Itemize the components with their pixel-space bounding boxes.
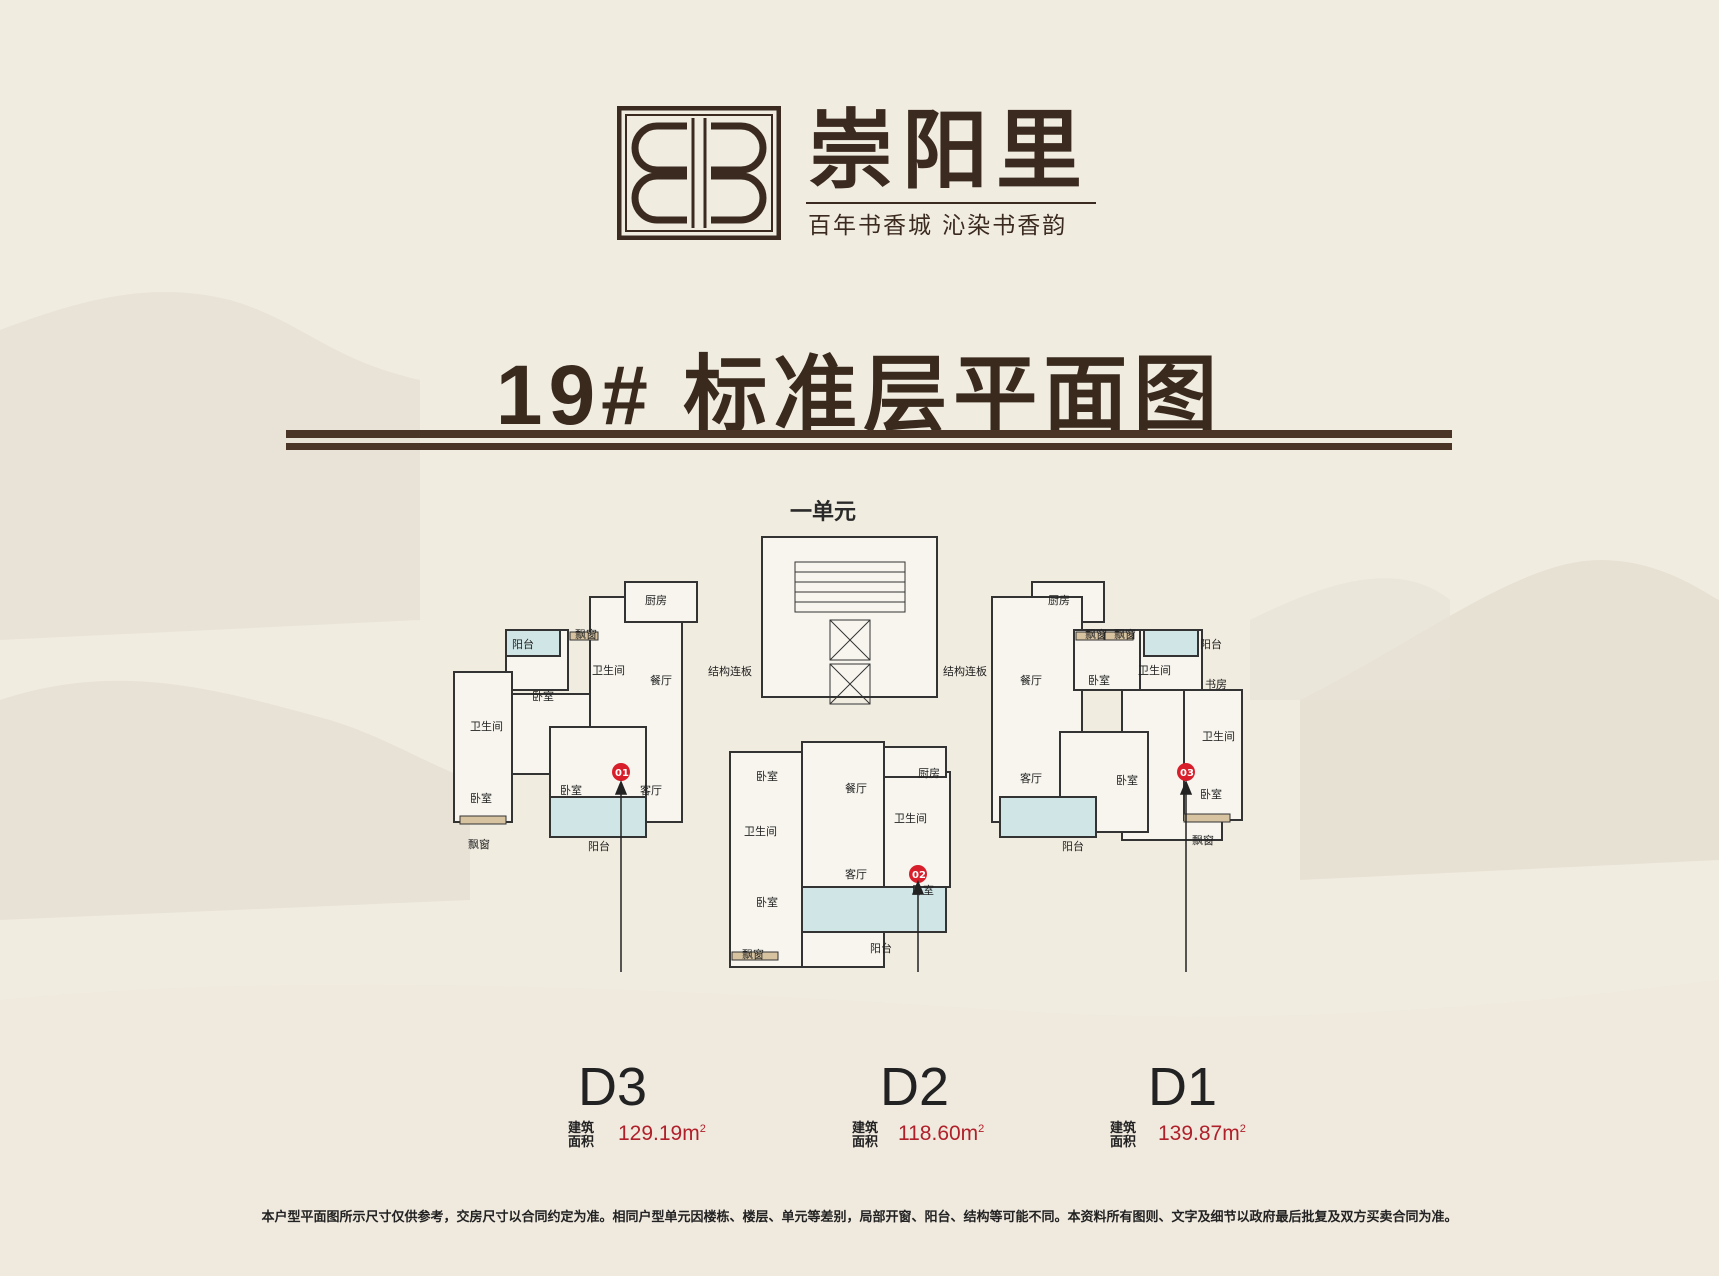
svg-text:厨房: 厨房 [645, 594, 667, 607]
svg-text:飘窗: 飘窗 [1192, 833, 1214, 847]
floor-plan: 阳台 飘窗 卫生间 卧室 厨房 餐厅 结构连板 卫生间 卧室 卧室 客厅 阳台 … [453, 536, 1243, 972]
marker-01: 01 [615, 768, 629, 779]
svg-text:飘窗: 飘窗 [742, 947, 764, 961]
disclaimer: 本户型平面图所示尺寸仅供参考，交房尺寸以合同约定为准。相同户型单元因楼栋、楼层、… [261, 1210, 1458, 1225]
area-value-d1: 139.87m2 [1158, 1122, 1246, 1145]
room-label-balcony: 阳台 [512, 637, 534, 651]
brand-name: 崇阳里 [808, 100, 1090, 201]
svg-text:卫生间: 卫生间 [744, 824, 777, 838]
svg-text:飘窗: 飘窗 [1085, 627, 1107, 641]
svg-text:阳台: 阳台 [1062, 839, 1084, 853]
svg-text:卧室: 卧室 [756, 895, 778, 909]
svg-text:餐厅: 餐厅 [1020, 673, 1042, 687]
svg-text:卫生间: 卫生间 [894, 811, 927, 825]
svg-text:卧室: 卧室 [1116, 773, 1138, 787]
svg-text:阳台: 阳台 [1200, 637, 1222, 651]
marker-02: 02 [912, 870, 926, 881]
svg-text:卧室: 卧室 [470, 791, 492, 805]
area-label-d3: 建筑面积 [568, 1121, 595, 1150]
area-label-d2: 建筑面积 [852, 1121, 879, 1150]
svg-text:厨房: 厨房 [1048, 594, 1070, 607]
brand-logo-icon [617, 106, 781, 240]
svg-text:卫生间: 卫生间 [1138, 663, 1171, 677]
svg-text:飘窗: 飘窗 [575, 627, 597, 641]
svg-text:卧室: 卧室 [532, 689, 554, 703]
svg-text:客厅: 客厅 [640, 783, 662, 797]
svg-text:阳台: 阳台 [588, 839, 610, 853]
area-value-d2: 118.60m2 [898, 1122, 985, 1145]
brand-divider [806, 202, 1096, 204]
svg-text:阳台: 阳台 [870, 941, 892, 955]
room-label-connector: 结构连板 [708, 664, 752, 678]
svg-text:客厅: 客厅 [1020, 771, 1042, 785]
brand-slogan: 百年书香城 沁染书香韵 [808, 213, 1068, 239]
marker-03: 03 [1180, 768, 1194, 779]
svg-text:卧室: 卧室 [560, 783, 582, 797]
page-title: 19# 标准层平面图 [495, 348, 1224, 442]
svg-text:卧室: 卧室 [1088, 673, 1110, 687]
room-label-bathroom: 卫生间 [592, 663, 625, 677]
unit-code-d3: D3 [578, 1057, 648, 1117]
svg-text:卧室: 卧室 [756, 769, 778, 783]
svg-text:结构连板: 结构连板 [943, 664, 987, 678]
room-label-study: 书房 [1205, 678, 1227, 691]
svg-text:飘窗: 飘窗 [468, 837, 490, 851]
svg-text:客厅: 客厅 [845, 867, 867, 881]
svg-text:厨房: 厨房 [918, 767, 940, 780]
unit-code-d1: D1 [1148, 1057, 1218, 1117]
svg-text:飘窗: 飘窗 [1114, 627, 1136, 641]
svg-text:餐厅: 餐厅 [650, 673, 672, 687]
svg-text:卧室: 卧室 [1200, 787, 1222, 801]
area-label-d1: 建筑面积 [1110, 1121, 1137, 1150]
unit-code-d2: D2 [880, 1057, 950, 1117]
area-value-d3: 129.19m2 [618, 1122, 706, 1145]
title-rule-top [286, 430, 1452, 438]
svg-text:餐厅: 餐厅 [845, 781, 867, 795]
unit-label: 一单元 [790, 500, 857, 525]
svg-text:卫生间: 卫生间 [470, 719, 503, 733]
svg-text:卫生间: 卫生间 [1202, 729, 1235, 743]
title-rule-bottom [286, 443, 1452, 450]
